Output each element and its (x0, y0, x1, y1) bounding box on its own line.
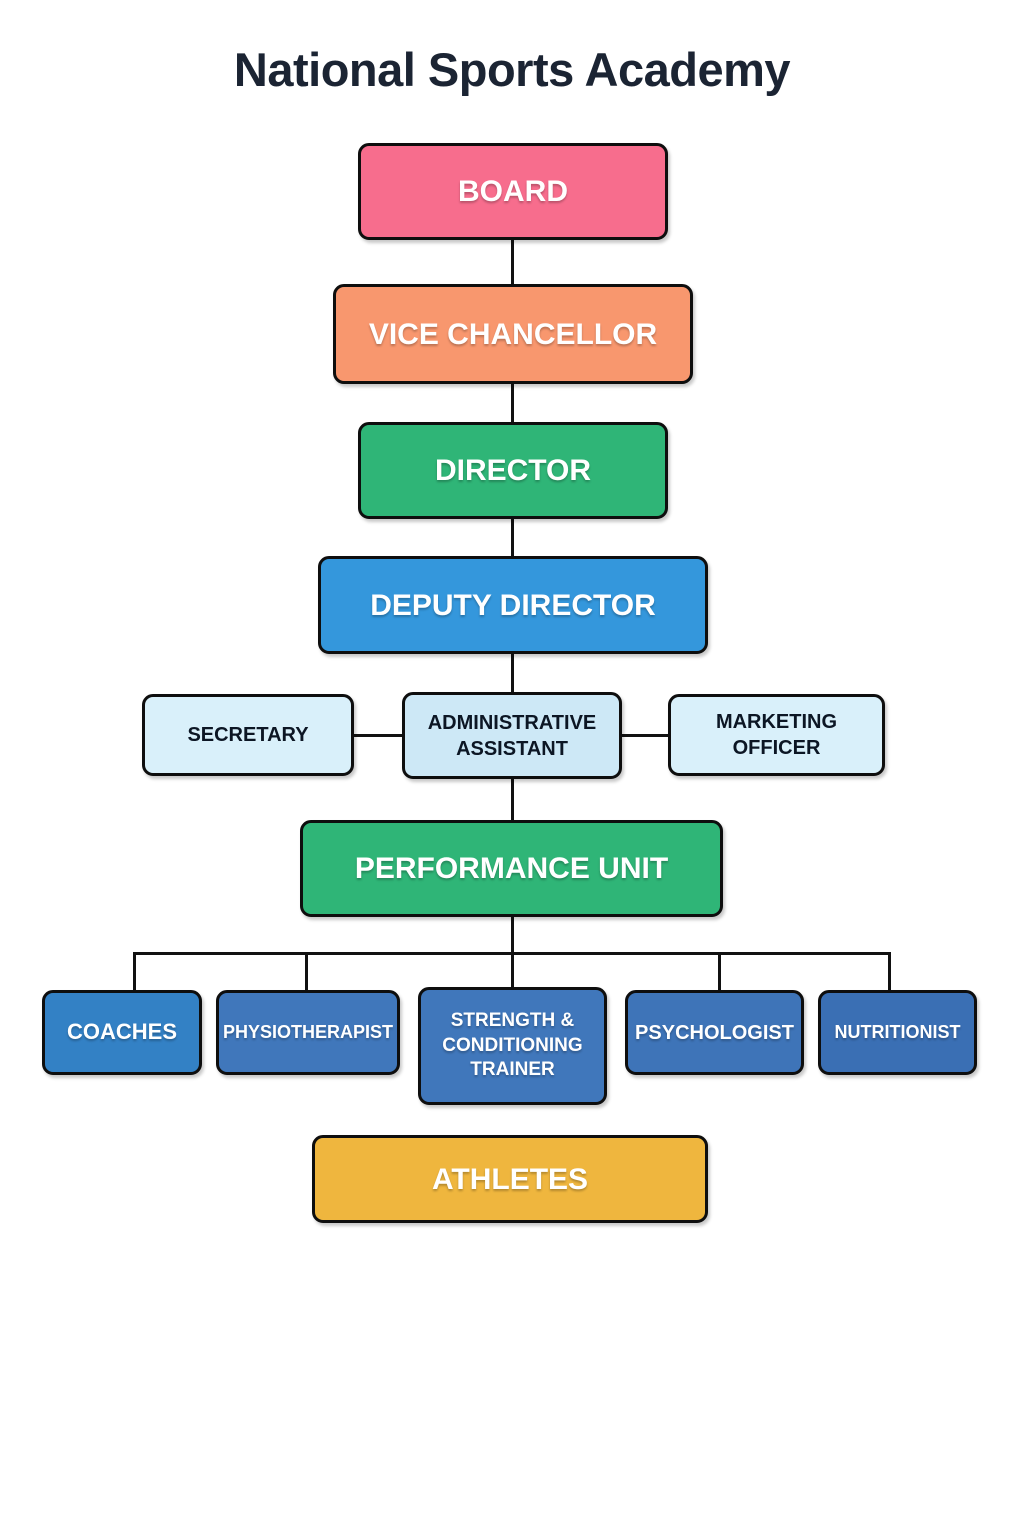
node-board: BOARD (358, 143, 668, 240)
node-physiotherapist: PHYSIOTHERAPIST (216, 990, 400, 1075)
node-athletes: ATHLETES (312, 1135, 708, 1223)
node-administrative-assistant: ADMINISTRATIVE ASSISTANT (402, 692, 622, 779)
node-director-label: DIRECTOR (434, 454, 592, 487)
edge-administrative-assistant-performance-unit (511, 779, 514, 820)
node-coaches-label: COACHES (66, 1019, 177, 1045)
node-deputy-director-label: DEPUTY DIRECTOR (370, 588, 656, 622)
edge-board-vice-chancellor (511, 240, 514, 284)
node-administrative-assistant-label: ADMINISTRATIVE ASSISTANT (427, 711, 597, 760)
node-director: DIRECTOR (358, 422, 668, 519)
node-deputy-director: DEPUTY DIRECTOR (318, 556, 708, 654)
node-psychologist: PSYCHOLOGIST (625, 990, 804, 1075)
node-performance-unit-label: PERFORMANCE UNIT (354, 852, 669, 885)
node-marketing-officer-label: MARKETING OFFICER (715, 711, 838, 759)
node-strength-conditioning-trainer: STRENGTH & CONDITIONING TRAINER (418, 987, 607, 1105)
node-athletes-label: ATHLETES (431, 1162, 589, 1196)
node-coaches: COACHES (42, 990, 202, 1075)
edge-performance-unit-crossbar (133, 952, 891, 955)
chart-title: National Sports Academy (233, 43, 791, 96)
node-vice-chancellor: VICE CHANCELLOR (333, 284, 693, 384)
edge-drop-physiotherapist (305, 952, 308, 990)
node-board-label: BOARD (458, 175, 568, 208)
node-secretary-label: SECRETARY (187, 724, 309, 746)
edge-drop-psychologist (718, 952, 721, 990)
edge-secretary-administrative-assistant (354, 734, 402, 737)
edge-vice-chancellor-director (511, 384, 514, 422)
node-psychologist-label: PSYCHOLOGIST (635, 1021, 794, 1044)
edge-deputy-director-administrative-assistant (511, 654, 514, 692)
edge-drop-nutritionist (888, 952, 891, 990)
node-marketing-officer: MARKETING OFFICER (668, 694, 885, 776)
node-physiotherapist-label: PHYSIOTHERAPIST (222, 1021, 394, 1042)
edge-administrative-assistant-marketing-officer (622, 734, 668, 737)
node-nutritionist: NUTRITIONIST (818, 990, 977, 1075)
node-vice-chancellor-label: VICE CHANCELLOR (368, 317, 658, 351)
node-strength-conditioning-trainer-label: STRENGTH & CONDITIONING TRAINER (442, 1009, 583, 1081)
node-secretary: SECRETARY (142, 694, 354, 776)
node-performance-unit: PERFORMANCE UNIT (300, 820, 723, 917)
edge-director-deputy-director (511, 519, 514, 556)
edge-drop-coaches (133, 952, 136, 990)
node-nutritionist-label: NUTRITIONIST (834, 1021, 961, 1042)
